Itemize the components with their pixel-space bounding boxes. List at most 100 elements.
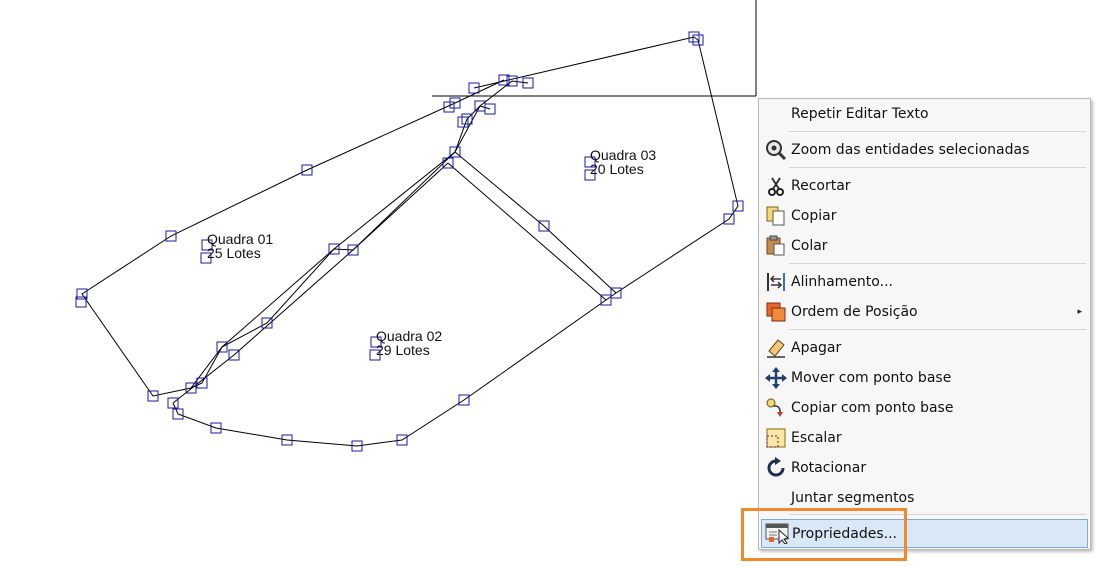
- menu-separator: [789, 329, 1086, 330]
- grip-point[interactable]: [328, 243, 340, 255]
- grip-point[interactable]: [732, 200, 744, 212]
- menu-label-move-base-point: Mover com ponto base: [791, 370, 952, 386]
- road-edge-lower: [447, 162, 607, 301]
- menu-item-join-segments[interactable]: Juntar segmentos: [761, 485, 1088, 511]
- grip-point[interactable]: [351, 440, 363, 452]
- grip-point[interactable]: [723, 213, 735, 225]
- menu-label-repeat-edit-text: Repetir Editar Texto: [791, 106, 929, 122]
- block-name-quadra-01: Quadra 01: [207, 231, 273, 247]
- block-name-quadra-03: Quadra 03: [590, 147, 656, 163]
- grip-point[interactable]: [75, 296, 87, 308]
- block-lots-quadra-01: 25 Lotes: [207, 245, 261, 261]
- road-edge-right: [190, 151, 456, 389]
- grip-point[interactable]: [600, 294, 612, 306]
- menu-separator: [789, 131, 1086, 132]
- grip-point[interactable]: [228, 349, 240, 361]
- menu-item-cut[interactable]: Recortar: [761, 173, 1088, 199]
- grip-point[interactable]: [185, 382, 197, 394]
- menu-item-copy[interactable]: Copiar: [761, 203, 1088, 229]
- menu-label-join-segments: Juntar segmentos: [791, 490, 915, 506]
- copy-base-point-icon: [764, 396, 788, 420]
- eraser-icon: [764, 336, 788, 360]
- menu-label-alignment: Alinhamento...: [791, 274, 893, 290]
- grip-point[interactable]: [458, 394, 470, 406]
- block-outline-quadra-01: [81, 79, 505, 397]
- grip-point[interactable]: [216, 341, 228, 353]
- grip-point[interactable]: [506, 75, 518, 87]
- grip-point[interactable]: [457, 116, 469, 128]
- menu-item-move-base-point[interactable]: Mover com ponto base: [761, 365, 1088, 391]
- menu-item-paste[interactable]: Colar: [761, 233, 1088, 259]
- grip-point[interactable]: [484, 103, 496, 115]
- grip-point[interactable]: [369, 349, 381, 361]
- menu-item-repeat-edit-text[interactable]: Repetir Editar Texto: [761, 101, 1088, 127]
- menu-item-copy-base-point[interactable]: Copiar com ponto base: [761, 395, 1088, 421]
- grip-point[interactable]: [442, 157, 454, 169]
- grip-point[interactable]: [167, 397, 179, 409]
- properties-icon: [765, 521, 789, 545]
- menu-label-scale: Escalar: [791, 430, 842, 446]
- paste-icon: [764, 234, 788, 258]
- grip-points[interactable]: [75, 31, 744, 452]
- grip-point[interactable]: [396, 434, 408, 446]
- menu-label-copy: Copiar: [791, 208, 837, 224]
- block-outline-top: [473, 36, 739, 294]
- menu-item-zoom-selection[interactable]: Zoom das entidades selecionadas: [761, 137, 1088, 163]
- scale-icon: [764, 426, 788, 450]
- menu-item-draw-order[interactable]: Ordem de Posição ▸: [761, 299, 1088, 325]
- grip-point[interactable]: [301, 164, 313, 176]
- zoom-selection-icon: [764, 138, 788, 162]
- grip-point[interactable]: [370, 336, 382, 348]
- grip-point[interactable]: [261, 317, 273, 329]
- grip-point[interactable]: [200, 252, 212, 264]
- block-name-quadra-02: Quadra 02: [376, 328, 442, 344]
- grip-point[interactable]: [281, 434, 293, 446]
- menu-item-alignment[interactable]: Alinhamento...: [761, 269, 1088, 295]
- grip-point[interactable]: [201, 239, 213, 251]
- menu-label-erase: Apagar: [791, 340, 842, 356]
- grip-point[interactable]: [498, 74, 510, 86]
- grip-point[interactable]: [584, 156, 596, 168]
- block-lots-quadra-03: 20 Lotes: [590, 161, 644, 177]
- grip-point[interactable]: [522, 77, 534, 89]
- move-icon: [764, 366, 788, 390]
- grip-point[interactable]: [210, 422, 222, 434]
- block-outline-quadra-03-top: [454, 80, 529, 153]
- menu-item-erase[interactable]: Apagar: [761, 335, 1088, 361]
- grip-point[interactable]: [443, 101, 455, 113]
- menu-label-copy-base-point: Copiar com ponto base: [791, 400, 954, 416]
- grip-point[interactable]: [461, 113, 473, 125]
- grip-point[interactable]: [474, 100, 486, 112]
- grip-point[interactable]: [165, 230, 177, 242]
- menu-separator: [789, 514, 1086, 515]
- grip-point[interactable]: [76, 288, 88, 300]
- block-lots-quadra-02: 29 Lotes: [376, 342, 430, 358]
- menu-separator: [789, 167, 1086, 168]
- menu-label-paste: Colar: [791, 238, 828, 254]
- grip-point[interactable]: [610, 287, 622, 299]
- menu-item-rotate[interactable]: Rotacionar: [761, 455, 1088, 481]
- parcel-lines: [81, 36, 739, 447]
- grip-point[interactable]: [584, 169, 596, 181]
- crosshair-cursor: [432, 0, 757, 97]
- draw-order-icon: [764, 300, 788, 324]
- scissors-icon: [764, 174, 788, 198]
- block-labels: Quadra 01 25 Lotes Quadra 02 29 Lotes Qu…: [207, 147, 656, 358]
- grip-point[interactable]: [172, 408, 184, 420]
- grip-point[interactable]: [449, 97, 461, 109]
- grip-point[interactable]: [196, 377, 208, 389]
- menu-label-zoom-selection: Zoom das entidades selecionadas: [791, 142, 1030, 158]
- grip-point[interactable]: [538, 220, 550, 232]
- grip-point[interactable]: [468, 82, 480, 94]
- grip-point[interactable]: [347, 244, 359, 256]
- grip-point[interactable]: [449, 146, 461, 158]
- menu-item-scale[interactable]: Escalar: [761, 425, 1088, 451]
- copy-icon: [764, 204, 788, 228]
- grip-point[interactable]: [147, 390, 159, 402]
- menu-separator: [789, 263, 1086, 264]
- menu-item-properties[interactable]: Propriedades...: [761, 519, 1088, 548]
- menu-label-rotate: Rotacionar: [791, 460, 867, 476]
- grip-point[interactable]: [692, 34, 704, 46]
- grip-point[interactable]: [688, 31, 700, 43]
